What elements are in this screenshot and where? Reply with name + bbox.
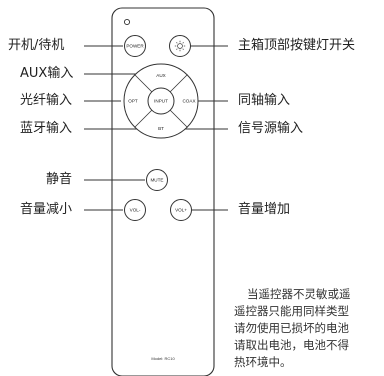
remote-body xyxy=(111,7,215,376)
callout-top-light: 主箱顶部按键灯开关 xyxy=(238,38,356,53)
vol-down-button-label: VOL- xyxy=(130,208,141,213)
note-line: 当遥控器不灵敏或遥 xyxy=(247,287,351,301)
mute-button-label: MUTE xyxy=(150,178,163,183)
power-button-label: POWER xyxy=(126,44,144,49)
note-line: 遥控器只能用同样类型 xyxy=(234,304,349,318)
coax-button-label: COAX xyxy=(182,99,195,104)
note-line: 请取出电池，电池不得 xyxy=(234,338,349,352)
note-line: 热环境中。 xyxy=(234,355,292,369)
callout-vol-down: 音量减小 xyxy=(20,202,73,217)
input-button-label: INPUT xyxy=(154,99,168,104)
aux-button-label: AUX xyxy=(156,73,165,78)
callout-optical: 光纤输入 xyxy=(20,93,73,108)
callout-coax: 同轴输入 xyxy=(238,93,291,108)
opt-button[interactable]: OPT xyxy=(128,99,138,104)
power-button[interactable]: POWER xyxy=(124,35,146,57)
usage-note: 当遥控器不灵敏或遥 遥控器只能用同样类型 请勿使用已损坏的电池 请取出电池，电池… xyxy=(234,286,351,371)
bt-button[interactable]: BT xyxy=(158,126,164,131)
vol-up-button[interactable]: VOL+ xyxy=(170,199,192,221)
mute-button[interactable]: MUTE xyxy=(146,169,168,191)
opt-button-label: OPT xyxy=(128,99,138,104)
callout-power: 开机/待机 xyxy=(8,38,65,53)
callout-input: 信号源输入 xyxy=(238,121,304,136)
vol-up-button-label: VOL+ xyxy=(175,208,187,213)
coax-button[interactable]: COAX xyxy=(182,99,195,104)
sun-icon xyxy=(174,40,186,52)
bt-button-label: BT xyxy=(158,126,164,131)
note-line: 请勿使用已损坏的电池 xyxy=(234,321,349,335)
callout-vol-up: 音量增加 xyxy=(238,202,291,217)
model-label: Model: RC10 xyxy=(151,356,175,361)
vol-down-button[interactable]: VOL- xyxy=(124,199,146,221)
top-light-button[interactable] xyxy=(169,35,191,57)
callout-bluetooth: 蓝牙输入 xyxy=(20,121,73,136)
ir-emitter xyxy=(123,18,131,26)
aux-button[interactable]: AUX xyxy=(156,73,165,78)
input-button[interactable]: INPUT xyxy=(147,87,175,115)
callout-aux: AUX输入 xyxy=(20,66,74,81)
callout-mute: 静音 xyxy=(46,172,73,187)
